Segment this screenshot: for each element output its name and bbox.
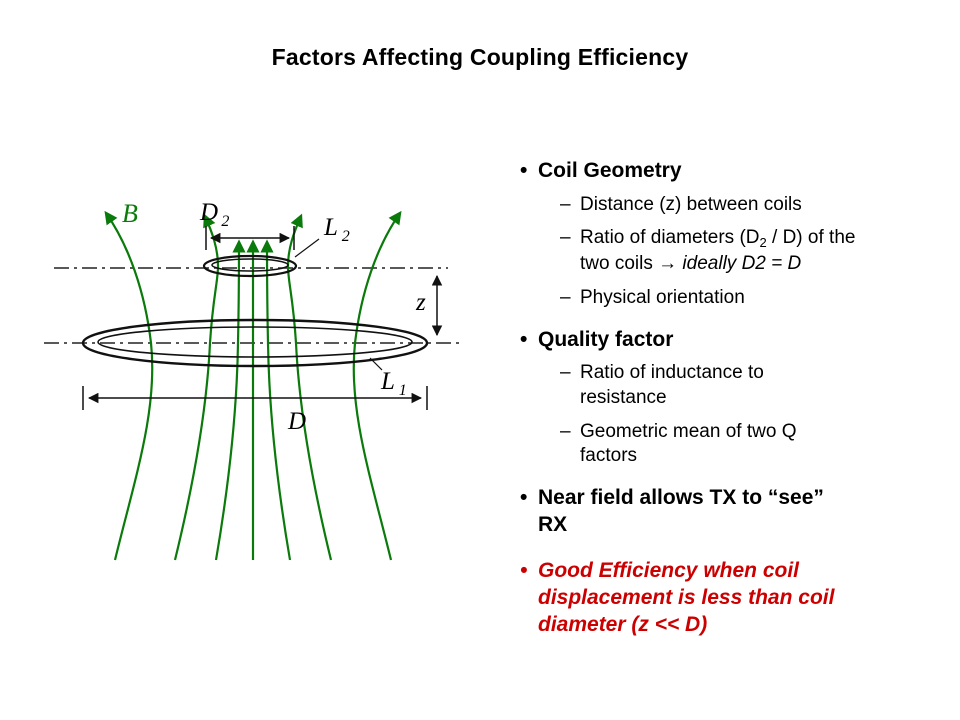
l2-label-main: L bbox=[323, 214, 337, 241]
z-label-text: z bbox=[415, 289, 426, 316]
ratio-text-subscript: 2 bbox=[759, 235, 767, 251]
b-field-label-text: B bbox=[122, 199, 138, 228]
field-line-outer-right bbox=[352, 210, 402, 561]
field-line-mid-left bbox=[173, 213, 220, 561]
tx-coil bbox=[81, 318, 429, 368]
tx-coil-inner bbox=[97, 326, 413, 358]
field-line-outer-left bbox=[104, 210, 154, 561]
l1-label: L 1 bbox=[380, 368, 407, 399]
ratio-text-ideally: ideally D2 = D bbox=[677, 253, 802, 275]
rx-coil-inner bbox=[211, 258, 289, 272]
l2-label-sub: 2 bbox=[342, 228, 350, 245]
tx-coil-outer bbox=[81, 318, 429, 368]
l2-leader-line bbox=[294, 238, 320, 258]
bullet-quality-factor-text: Quality factor bbox=[538, 327, 674, 351]
field-line-inner-right bbox=[260, 239, 292, 561]
subbullet-diameter-ratio: – Ratio of diameters (D2 / D) of the two… bbox=[560, 226, 944, 277]
rx-coil bbox=[202, 254, 298, 278]
bullet-quality-factor: • Quality factor bbox=[514, 327, 944, 354]
bullet-dot-marker: • bbox=[520, 327, 528, 351]
bullet-dot-marker: • bbox=[520, 159, 528, 182]
z-label: z bbox=[415, 289, 426, 316]
d2-label-sub: 2 bbox=[221, 213, 229, 230]
field-line-inner-left bbox=[214, 239, 246, 561]
bullet-good-efficiency: • Good Efficiency when coil displacement… bbox=[514, 558, 944, 638]
d-dimension-arrow bbox=[82, 386, 428, 410]
slide-title: Factors Affecting Coupling Efficiency bbox=[271, 44, 689, 70]
ratio-text-pre: Ratio of diameters (D bbox=[580, 227, 760, 249]
d-label: D bbox=[287, 408, 306, 435]
rx-coil-outer bbox=[202, 254, 298, 278]
dash-marker: – bbox=[560, 420, 571, 442]
bullet-coil-geometry: • Coil Geometry bbox=[514, 158, 944, 185]
l2-label: L 2 bbox=[323, 214, 350, 245]
subbullet-orientation: – Physical orientation bbox=[560, 286, 944, 311]
right-arrow-glyph: → bbox=[658, 253, 678, 275]
coil-diagram: B D 2 L 2 z L 1 D bbox=[44, 199, 464, 561]
bullet-coil-geometry-text: Coil Geometry bbox=[538, 159, 682, 182]
bullet-dot-marker: • bbox=[520, 559, 528, 583]
dash-marker: – bbox=[560, 362, 571, 384]
l1-label-sub: 1 bbox=[399, 382, 407, 399]
subbullet-geometric-mean-text: Geometric mean of two Q factors bbox=[580, 420, 797, 467]
subbullet-distance-text: Distance (z) between coils bbox=[580, 193, 802, 215]
subbullet-diameter-ratio-text: Ratio of diameters (D2 / D) of the two c… bbox=[580, 226, 882, 277]
dash-marker: – bbox=[560, 227, 571, 249]
magnetic-field-lines bbox=[104, 210, 402, 561]
l1-label-main: L bbox=[380, 368, 394, 395]
subbullet-inductance-ratio-text: Ratio of inductance to resistance bbox=[580, 362, 764, 408]
bullet-dot-marker: • bbox=[520, 486, 528, 510]
bullet-good-efficiency-text: Good Efficiency when coil displacement i… bbox=[538, 559, 835, 636]
dash-marker: – bbox=[560, 286, 571, 308]
d2-label: D 2 bbox=[199, 199, 229, 230]
subbullet-inductance-ratio: – Ratio of inductance to resistance bbox=[560, 361, 944, 410]
subbullet-orientation-text: Physical orientation bbox=[580, 286, 745, 308]
d2-label-main: D bbox=[199, 199, 218, 226]
d2-dimension-arrow bbox=[205, 226, 295, 250]
field-line-mid-right bbox=[286, 213, 333, 561]
bullet-near-field: • Near field allows TX to “see” RX bbox=[514, 485, 944, 538]
dash-marker: – bbox=[560, 193, 571, 215]
ratio-text-mid: / D) of the two coils bbox=[580, 227, 856, 275]
d-label-text: D bbox=[287, 408, 306, 435]
bullet-near-field-text: Near field allows TX to “see” RX bbox=[538, 486, 824, 536]
l1-leader-line bbox=[369, 357, 383, 371]
subbullet-geometric-mean: – Geometric mean of two Q factors bbox=[560, 420, 944, 469]
subbullet-distance: – Distance (z) between coils bbox=[560, 193, 944, 218]
b-field-label: B bbox=[122, 199, 138, 228]
bullet-list: • Coil Geometry – Distance (z) between c… bbox=[514, 158, 944, 646]
